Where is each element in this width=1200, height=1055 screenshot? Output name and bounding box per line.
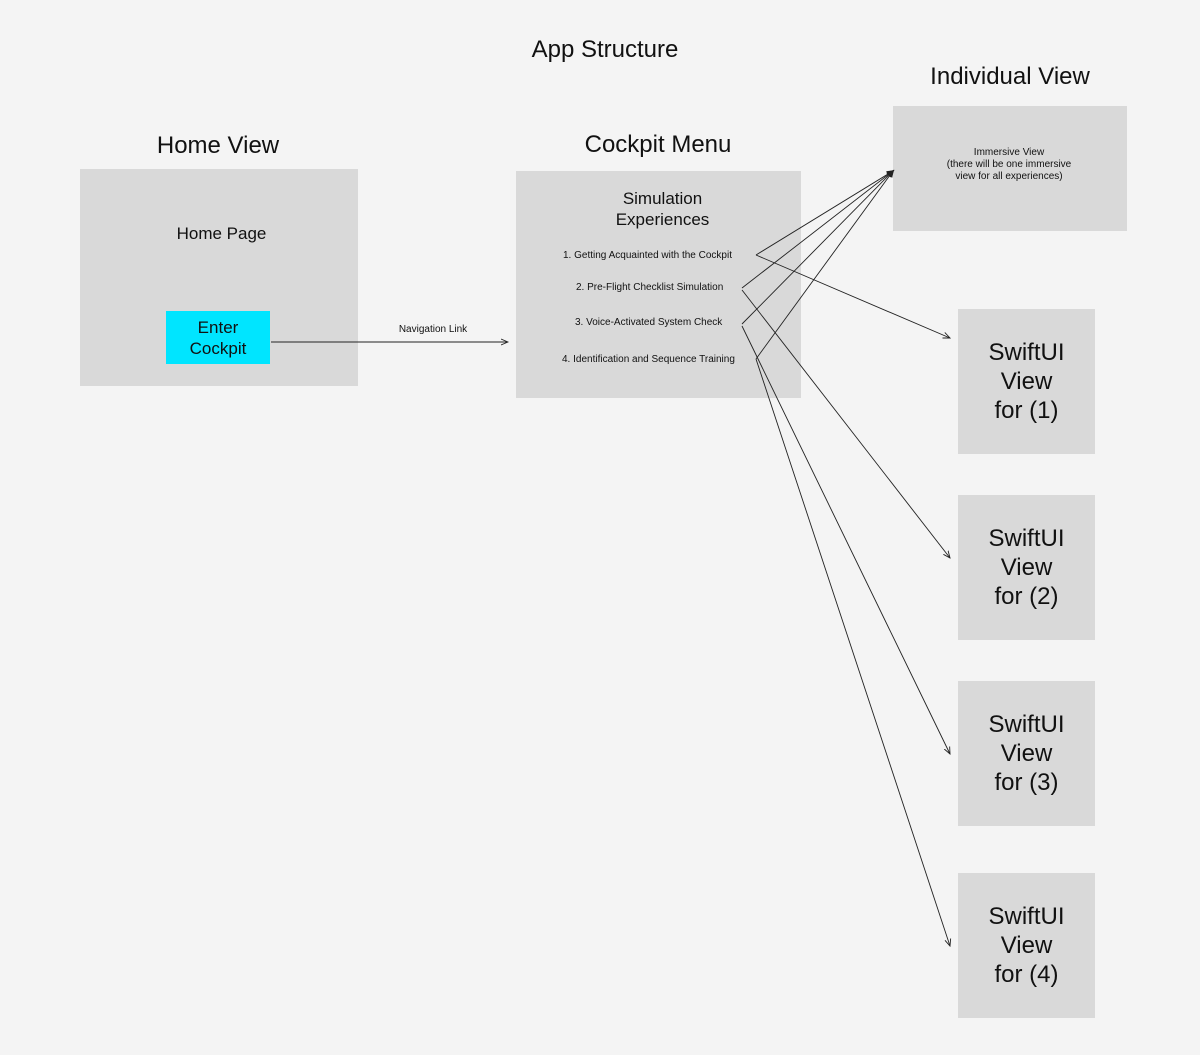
swiftui-view-2: SwiftUI View for (2) — [958, 495, 1095, 640]
item-4-to-swiftui-4-line — [755, 358, 950, 946]
experience-item-4[interactable]: 4. Identification and Sequence Training — [562, 354, 735, 365]
swiftui-view-4: SwiftUI View for (4) — [958, 873, 1095, 1018]
navigation-link-label: Navigation Link — [398, 324, 468, 335]
individual-view-heading: Individual View — [930, 63, 1090, 90]
immersive-view-text: Immersive View (there will be one immers… — [946, 147, 1072, 182]
swiftui-view-1: SwiftUI View for (1) — [958, 309, 1095, 454]
enter-cockpit-button[interactable]: Enter Cockpit — [166, 311, 270, 364]
home-page-label: Home Page — [176, 224, 267, 243]
home-page-panel: Home Page Enter Cockpit — [80, 169, 358, 386]
diagram-title: App Structure — [531, 36, 679, 63]
swiftui-view-1-label: SwiftUI View for (1) — [988, 339, 1065, 424]
home-view-heading: Home View — [156, 132, 280, 159]
swiftui-view-3-label: SwiftUI View for (3) — [988, 711, 1065, 796]
swiftui-view-2-label: SwiftUI View for (2) — [988, 525, 1065, 610]
enter-cockpit-label: Enter Cockpit — [189, 317, 247, 358]
swiftui-view-4-label: SwiftUI View for (4) — [988, 903, 1065, 988]
experience-item-3[interactable]: 3. Voice-Activated System Check — [575, 317, 723, 328]
simulation-experiences-title: Simulation Experiences — [615, 189, 710, 229]
cockpit-menu-heading: Cockpit Menu — [584, 131, 732, 158]
immersive-view-panel: Immersive View (there will be one immers… — [893, 106, 1127, 231]
swiftui-view-3: SwiftUI View for (3) — [958, 681, 1095, 826]
experience-item-2[interactable]: 2. Pre-Flight Checklist Simulation — [576, 282, 724, 293]
experience-item-1[interactable]: 1. Getting Acquainted with the Cockpit — [563, 250, 732, 261]
